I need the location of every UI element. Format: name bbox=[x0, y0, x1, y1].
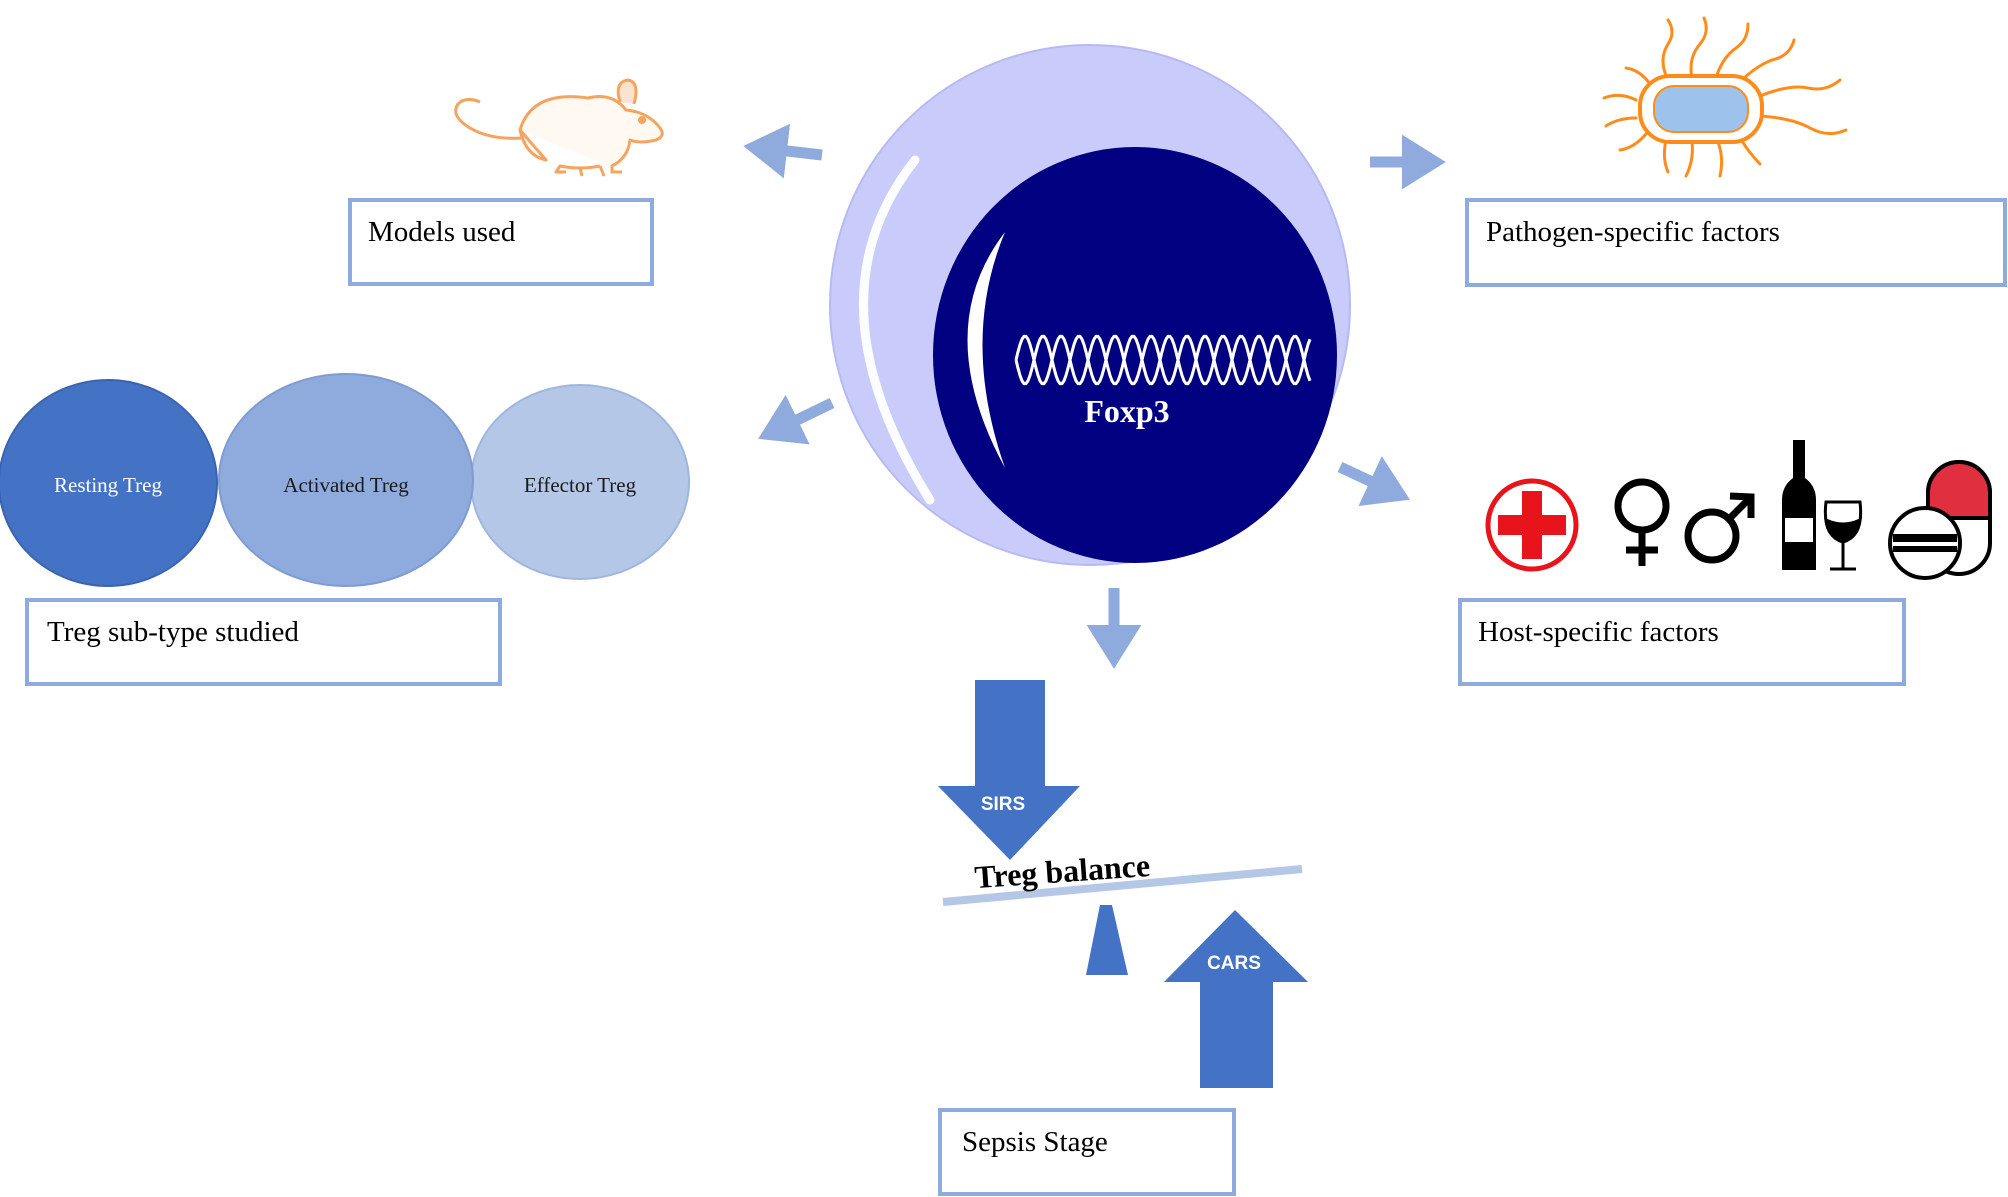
balance-fulcrum bbox=[1086, 905, 1128, 975]
female-symbol-icon bbox=[1614, 478, 1670, 566]
wine-glass-icon bbox=[1823, 500, 1863, 571]
host-specific-box: Host-specific factors bbox=[1458, 598, 1906, 686]
effector-treg-label: Effector Treg bbox=[524, 473, 637, 497]
treg-subtype-ellipses: Resting Treg Activated Treg Effector Tre… bbox=[0, 373, 690, 587]
treg-balance: SIRS Treg balance CARS bbox=[938, 680, 1308, 1088]
connector-arrows bbox=[743, 123, 1446, 669]
bacterium-icon bbox=[1602, 16, 1848, 178]
sirs-arrow bbox=[938, 680, 1080, 860]
host-specific-label: Host-specific factors bbox=[1478, 616, 1719, 648]
arrow-to-treg-subtype bbox=[758, 394, 835, 445]
dna-helix-icon bbox=[1014, 334, 1312, 386]
mouse-icon bbox=[454, 78, 664, 177]
host-icons bbox=[1485, 440, 1992, 580]
resting-treg-label: Resting Treg bbox=[54, 473, 162, 497]
resting-treg-ellipse bbox=[0, 379, 218, 587]
treg-subtype-label: Treg sub-type studied bbox=[47, 616, 299, 648]
wine-bottle-icon bbox=[1782, 440, 1816, 570]
male-symbol-icon bbox=[1684, 492, 1755, 564]
nucleus-highlight bbox=[967, 232, 1005, 468]
cell-highlight bbox=[859, 155, 935, 505]
arrow-to-models bbox=[743, 123, 823, 179]
sirs-label: SIRS bbox=[981, 794, 1025, 815]
models-used-box: Models used bbox=[348, 198, 654, 286]
nucleus bbox=[933, 147, 1337, 563]
arrow-to-host bbox=[1337, 456, 1410, 506]
pills-icon bbox=[1888, 460, 1992, 580]
treg-subtype-box: Treg sub-type studied bbox=[25, 598, 502, 686]
pathogen-specific-label: Pathogen-specific factors bbox=[1486, 216, 1780, 248]
models-used-label: Models used bbox=[368, 216, 516, 248]
medical-cross-icon bbox=[1485, 478, 1579, 572]
sepsis-stage-label: Sepsis Stage bbox=[962, 1126, 1108, 1158]
cars-label: CARS bbox=[1207, 953, 1261, 974]
treg-cell: Foxp3 bbox=[829, 44, 1351, 566]
sepsis-stage-box: Sepsis Stage bbox=[938, 1108, 1236, 1196]
pathogen-specific-box: Pathogen-specific factors bbox=[1465, 198, 2007, 287]
activated-treg-label: Activated Treg bbox=[283, 473, 409, 497]
activated-treg-ellipse bbox=[218, 373, 474, 587]
balance-beam bbox=[942, 865, 1303, 906]
cars-arrow bbox=[1164, 910, 1308, 1088]
foxp3-label: Foxp3 bbox=[1084, 393, 1169, 429]
